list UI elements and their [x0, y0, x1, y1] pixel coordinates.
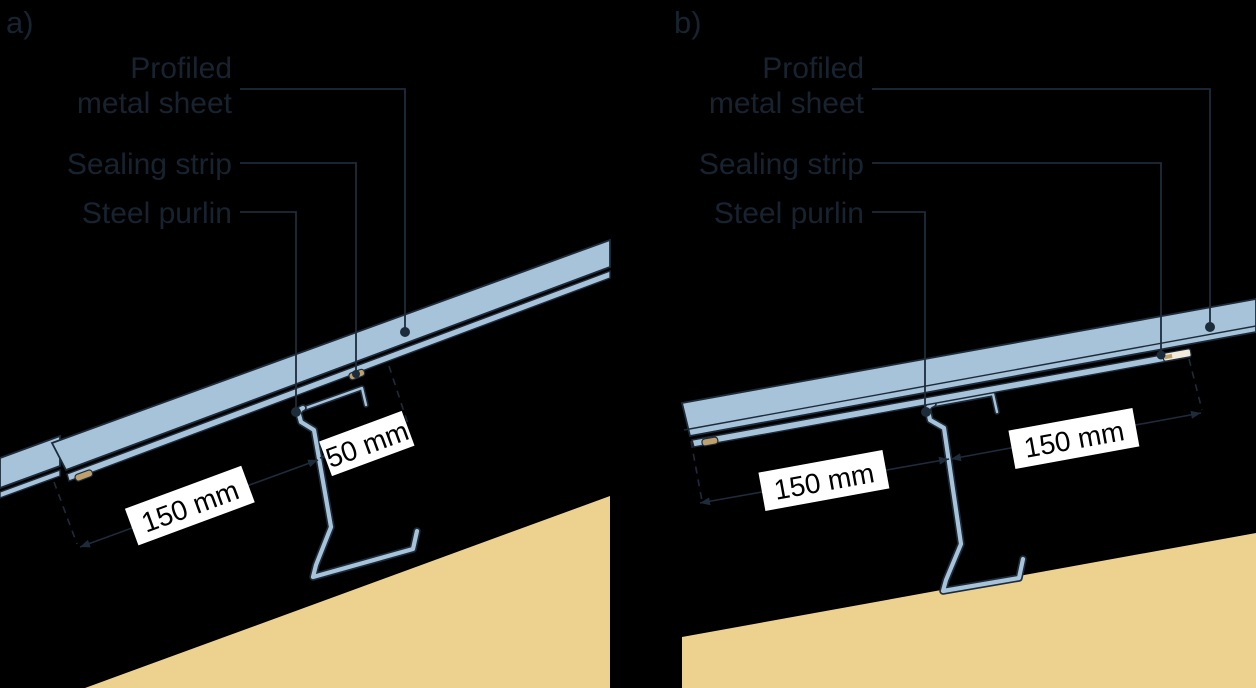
leader-dot-profiled-metal-sheet	[1205, 322, 1215, 332]
leader-lines-b	[872, 88, 1215, 417]
roof-assembly-b	[680, 298, 1256, 688]
dimension-label-box	[124, 465, 255, 546]
label-steel-purlin: Steel purlin	[82, 197, 232, 230]
extension-line-right	[388, 365, 409, 425]
extension-line-left	[53, 481, 78, 545]
profiled-metal-sheet-upper	[50, 238, 611, 472]
dimension-label-box	[319, 410, 415, 477]
extension-line-right	[1188, 358, 1203, 411]
leader-line-profiled-metal-sheet	[240, 88, 406, 331]
support-structure	[682, 533, 1256, 688]
leader-dot-sealing-strip	[1156, 350, 1166, 360]
sealing-strip-core	[1163, 353, 1173, 360]
leader-dot-sealing-strip	[352, 370, 360, 378]
label-profiled-metal-sheet-line2: metal sheet	[77, 87, 233, 120]
leader-line-sealing-strip	[872, 162, 1162, 353]
profiled-metal-sheet-upper-underside	[66, 269, 611, 482]
annotation-labels-b: Profiled metal sheet Sealing strip Steel…	[699, 52, 865, 230]
panel-letter-b: b)	[674, 5, 702, 40]
purlin-top-flange-fill	[301, 386, 368, 411]
leader-dot-steel-purlin	[291, 407, 301, 417]
dimension-label-box	[1008, 408, 1140, 469]
support-structure	[85, 496, 610, 688]
label-sealing-strip: Sealing strip	[67, 148, 232, 181]
label-profiled-metal-sheet-line1: Profiled	[130, 52, 232, 85]
annotation-labels-a: Profiled metal sheet Sealing strip Steel…	[67, 52, 233, 230]
leader-dot-steel-purlin	[921, 407, 931, 417]
label-profiled-metal-sheet-line2: metal sheet	[709, 87, 865, 120]
dimensions-a: 150 mm 50 mm	[53, 365, 415, 548]
leader-lines-a	[240, 88, 410, 417]
leader-line-sealing-strip	[240, 162, 357, 372]
sealing-strip-left	[701, 436, 719, 447]
label-sealing-strip: Sealing strip	[699, 148, 864, 181]
label-steel-purlin: Steel purlin	[714, 197, 864, 230]
roof-assembly-a	[0, 238, 611, 688]
leader-line-steel-purlin	[240, 211, 297, 408]
panel-a: a)	[0, 5, 611, 688]
profiled-metal-sheet-lower	[0, 434, 61, 489]
leader-line-steel-purlin	[872, 211, 926, 410]
panel-b: b)	[674, 5, 1256, 688]
leader-dot-profiled-metal-sheet	[400, 327, 410, 337]
profiled-metal-sheet-upper	[680, 298, 1256, 438]
dimension-label-box	[758, 450, 890, 511]
label-profiled-metal-sheet-line1: Profiled	[762, 52, 864, 85]
profiled-metal-sheet-lower-underside	[0, 468, 61, 499]
panel-letter-a: a)	[6, 5, 34, 40]
extension-line-left	[690, 440, 703, 502]
leader-line-profiled-metal-sheet	[872, 88, 1211, 326]
purlin-top-flange-fill	[931, 392, 999, 414]
